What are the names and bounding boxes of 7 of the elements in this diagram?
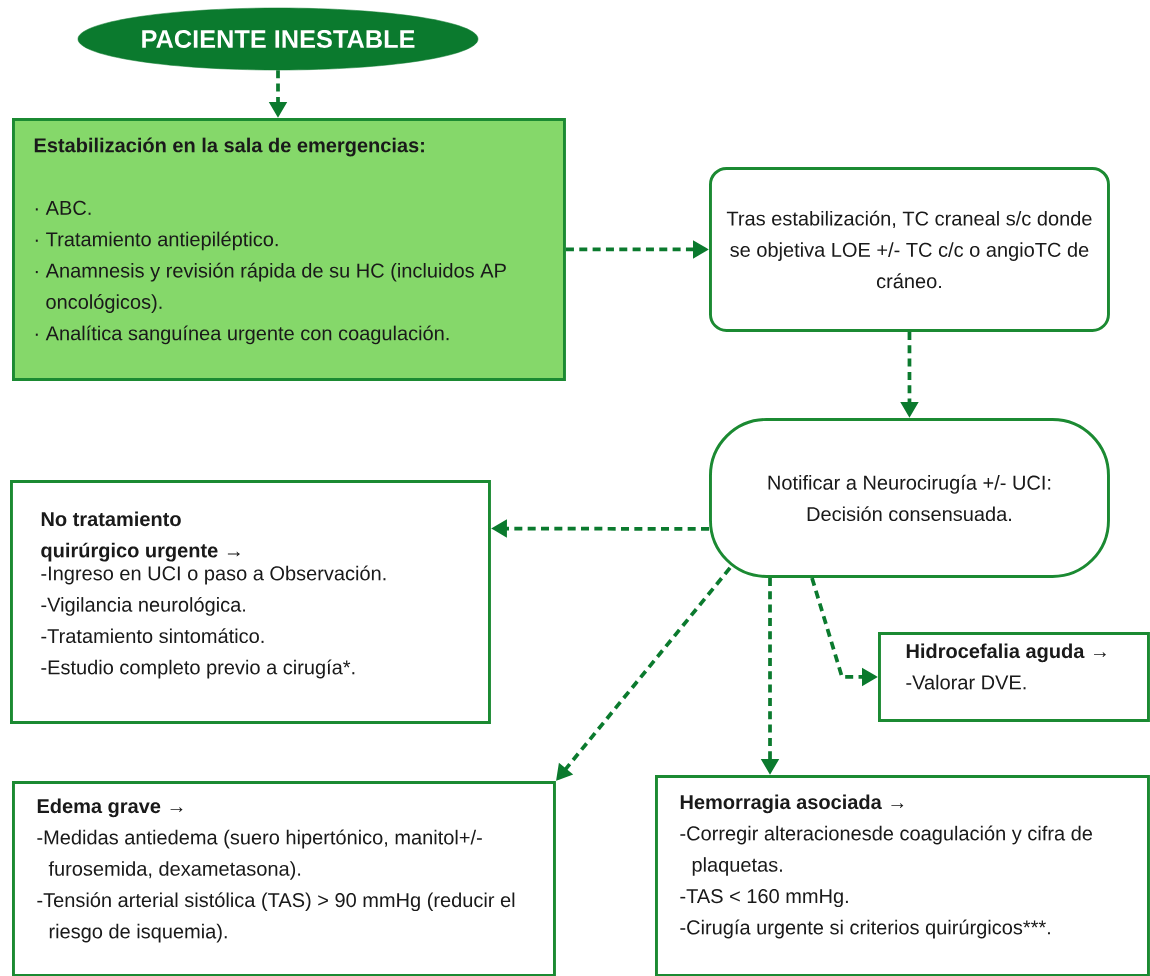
outcome-box: Hemorragia asociada → -Corregir alteracionesde coagulación y cifra de plaquetas. -TAS < 160 mmHg. -Cirugía urgente si criterios quirúrgicos***.: [655, 775, 1150, 976]
outcome-box: No tratamiento quirúrgico urgente → -Ingreso en UCI o paso a Observación. -Vigilancia neurológica. -Tratamiento sintomático. -Estudio completo previo a cirugía*.: [10, 480, 491, 724]
outcome-box: Hidrocefalia aguda → -Valorar DVE.: [878, 632, 1150, 722]
process-box: Tras estabilización, TC craneal s/c donde se objetiva LOE +/- TC c/c o angioTC de cráneo.: [709, 167, 1110, 332]
decision-box: Notificar a Neurocirugía +/- UCI: Decisión consensuada.: [709, 418, 1110, 578]
process-box: Estabilización en la sala de emergencias: · ABC. · Tratamiento antiepiléptico. · Anamnesis y revisión rápida de su HC (incluidos AP oncológicos). · Analítica sanguínea urgente con coagulación.: [12, 118, 566, 381]
outcome-box: Edema grave → -Medidas antiedema (suero hipertónico, manitol+/- furosemida, dexametasona). -Tensión arterial sistólica (TAS) > 90 mmHg (reducir el riesgo de isquemia).: [12, 781, 556, 976]
